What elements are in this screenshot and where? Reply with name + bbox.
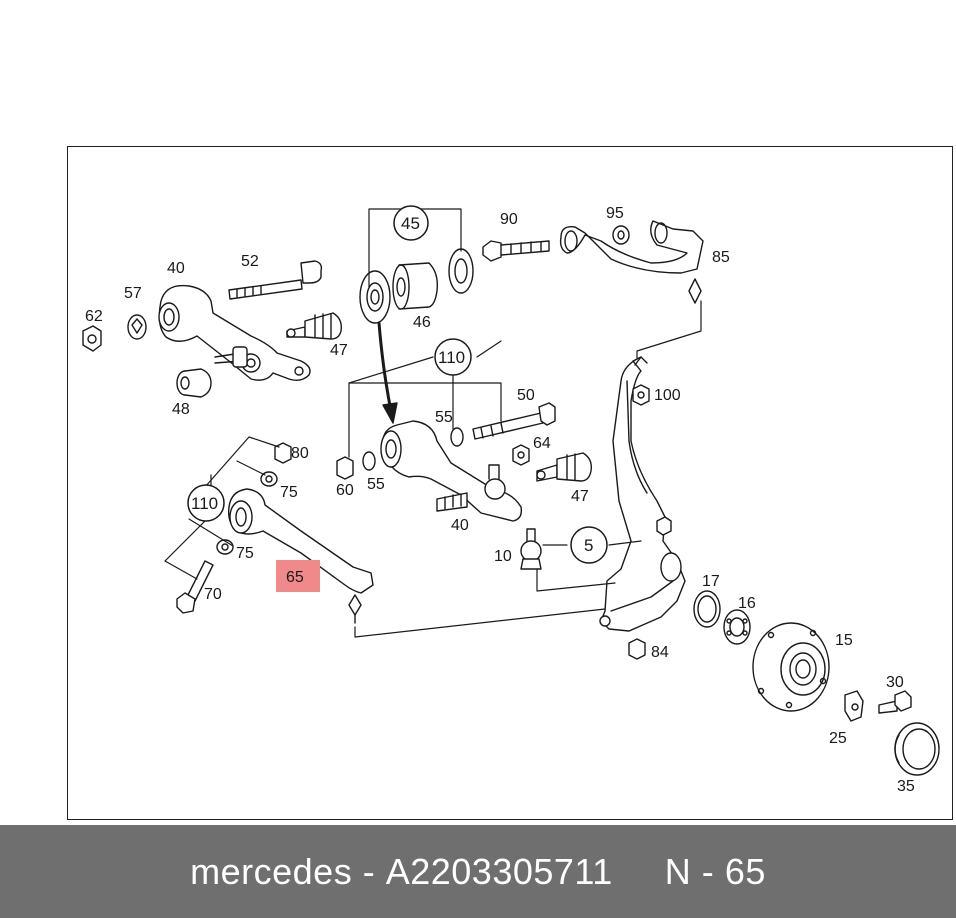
callout-30: 30	[886, 674, 904, 691]
ball-joint-47-upper	[286, 312, 343, 340]
callout-17: 17	[702, 573, 720, 590]
callout-85: 85	[712, 249, 730, 266]
control-arm-65	[227, 488, 374, 624]
callout-55-left: 55	[367, 476, 385, 493]
bolt-80	[274, 442, 292, 464]
footer-part-number: A2203305711	[385, 850, 613, 892]
nut-64	[512, 444, 530, 466]
callout-75-upper: 75	[280, 484, 298, 501]
bearing-16	[723, 609, 751, 645]
callout-95: 95	[606, 205, 624, 222]
callout-64: 64	[533, 435, 551, 452]
callout-75-lower: 75	[236, 545, 254, 562]
bolt-70	[176, 560, 214, 614]
footer-ref-separator: -	[701, 850, 715, 892]
ball-joint-10	[520, 528, 542, 570]
clip-25	[844, 690, 864, 722]
callout-45-circled: 45	[401, 214, 420, 233]
bolt-50	[472, 402, 556, 440]
footer-brand: mercedes	[190, 850, 353, 892]
highlight-label-65: 65	[286, 569, 304, 586]
nut-60	[336, 456, 354, 480]
diagram-frame: 65 45 110 110 5 40 52 57 62 48 47 46 90 …	[67, 146, 953, 820]
callout-50: 50	[517, 387, 535, 404]
bolt-52	[228, 260, 323, 300]
upper-arm-85	[559, 220, 704, 304]
callout-25: 25	[829, 730, 847, 747]
exploded-parts-diagram: 65 45 110 110 5 40 52 57 62 48 47 46 90 …	[82, 205, 940, 795]
direction-arrow	[377, 321, 398, 424]
wheel-hub-15	[752, 622, 830, 712]
highlight-box-65[interactable]	[276, 560, 320, 592]
callout-10: 10	[494, 548, 512, 565]
callout-55-right: 55	[435, 409, 453, 426]
callout-80: 80	[291, 445, 309, 462]
callout-70: 70	[204, 586, 222, 603]
callout-40-upper: 40	[167, 260, 185, 277]
footer-bar: mercedes - A2203305711 N - 65	[0, 825, 956, 918]
footer-caption: mercedes - A2203305711 N - 65	[0, 825, 956, 918]
link-lines	[164, 208, 702, 638]
callout-62: 62	[85, 308, 103, 325]
callout-40-lower: 40	[451, 517, 469, 534]
footer-separator: -	[362, 850, 376, 892]
bolt-30	[878, 690, 912, 714]
callout-60: 60	[336, 482, 354, 499]
callout-47-upper: 47	[330, 342, 348, 359]
callout-35: 35	[897, 778, 915, 795]
footer-ref-prefix: N	[664, 850, 692, 892]
control-arm-40-lower	[380, 420, 523, 522]
callout-52: 52	[241, 253, 259, 270]
circled-callouts	[187, 205, 608, 564]
ball-joint-47-lower	[536, 452, 593, 482]
nut-84	[628, 638, 646, 660]
cap-35	[894, 722, 940, 776]
callout-57: 57	[124, 285, 142, 302]
callout-110-circled-lower: 110	[191, 494, 218, 513]
bushing-48	[176, 368, 212, 398]
callout-46: 46	[413, 314, 431, 331]
washer-95	[612, 225, 630, 245]
callout-90: 90	[500, 211, 518, 228]
callout-84: 84	[651, 644, 669, 661]
nut-100	[632, 384, 650, 406]
callout-47-lower: 47	[571, 488, 589, 505]
callout-110-circled-upper: 110	[438, 348, 465, 367]
callout-48: 48	[172, 401, 190, 418]
washer-57	[127, 314, 147, 340]
control-arm-40-upper	[158, 284, 311, 382]
footer-ref-number: 65	[724, 850, 766, 892]
washer-55	[362, 427, 464, 471]
callout-15: 15	[835, 632, 853, 649]
callout-5-circled: 5	[584, 536, 593, 555]
callout-100: 100	[654, 387, 681, 404]
bolt-90	[482, 240, 550, 262]
nut-62	[82, 325, 102, 352]
bushing-set-45	[359, 248, 474, 324]
seal-17	[693, 590, 721, 628]
callout-16: 16	[738, 595, 756, 612]
